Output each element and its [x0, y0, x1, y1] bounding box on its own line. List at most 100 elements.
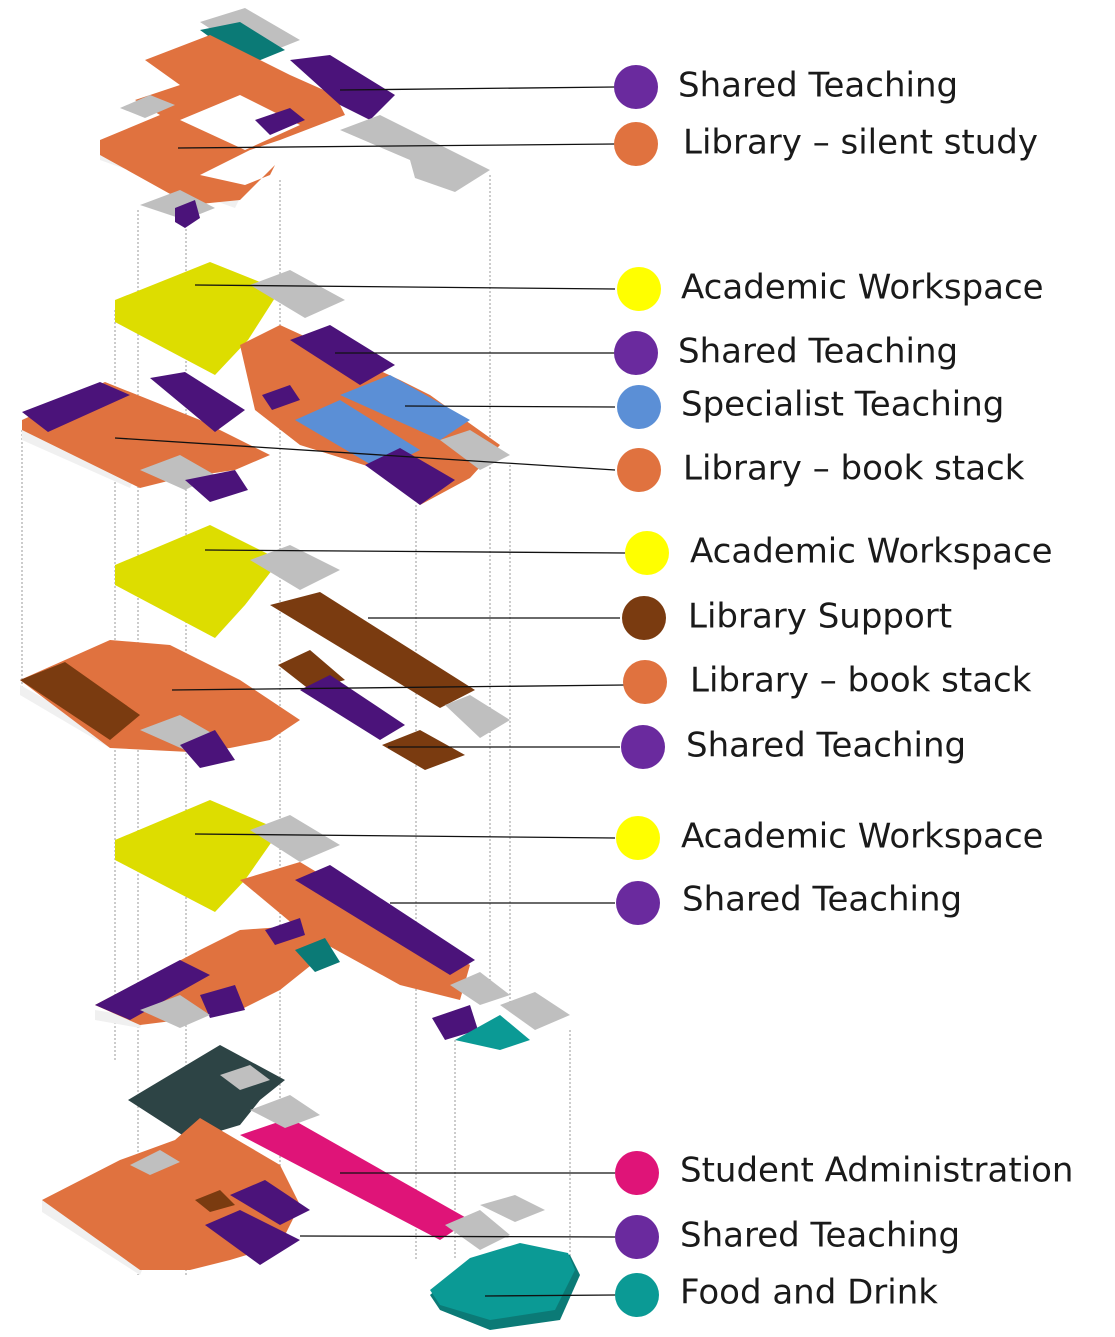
legend-dot [615, 1273, 659, 1317]
shared-teaching-zone [230, 1180, 310, 1225]
leader-lines [114, 86, 626, 1297]
circulation-block [445, 695, 510, 738]
circulation-block [340, 115, 490, 192]
shared-teaching-zone [262, 385, 300, 410]
shared-teaching-zone [365, 448, 455, 505]
circulation-block [480, 1195, 545, 1222]
legend-dot [616, 881, 660, 925]
shared-teaching-zone [295, 865, 475, 975]
legend-label: Shared Teaching [682, 880, 962, 920]
legend-label: Academic Workspace [681, 817, 1044, 857]
academic-workspace-zone [115, 800, 280, 912]
legend-dot [622, 596, 666, 640]
legend-label: Shared Teaching [678, 332, 958, 372]
floor-level-1 [42, 1045, 580, 1330]
library-support-zone [20, 662, 140, 740]
legend-dot [617, 267, 661, 311]
shared-teaching-zone [290, 325, 395, 385]
library-support-zone [195, 1190, 235, 1212]
legend-dot [617, 385, 661, 429]
legend-item: Shared Teaching [616, 880, 962, 925]
specialist-teaching-zone [340, 375, 470, 440]
circulation-block [445, 1210, 510, 1250]
circulation-block [250, 1095, 320, 1128]
circulation-block [450, 972, 510, 1005]
floor-level-5 [100, 8, 490, 228]
legend-dot [625, 531, 669, 575]
legend-item: Shared Teaching [614, 331, 958, 375]
legend-item: Academic Workspace [616, 816, 1044, 860]
legend-item: Library Support [622, 596, 952, 640]
legend-dot [623, 660, 667, 704]
legend-dot [621, 725, 665, 769]
shared-teaching-zone [185, 470, 248, 502]
legend-label: Student Administration [680, 1151, 1073, 1191]
student-administration-zone [240, 1118, 470, 1240]
shared-teaching-zone [22, 382, 130, 432]
legend-item: Shared Teaching [621, 725, 966, 769]
legend-item: Academic Workspace [617, 267, 1044, 311]
legend-label: Library – silent study [683, 123, 1038, 163]
legend-dot [615, 1151, 659, 1195]
shared-teaching-zone [290, 55, 395, 120]
shared-teaching-zone [200, 985, 245, 1018]
legend-label: Specialist Teaching [681, 385, 1004, 425]
library-book-stack-zone [240, 862, 470, 1000]
legend-label: Academic Workspace [681, 268, 1044, 308]
food-drink-zone [200, 22, 285, 65]
legend-dot [614, 65, 658, 109]
legend-item: Library – book stack [623, 660, 1032, 704]
legend-label: Shared Teaching [680, 1216, 960, 1256]
floor-level-3 [20, 525, 510, 770]
academic-workspace-zone [115, 525, 280, 638]
legend-label: Library – book stack [690, 661, 1032, 701]
food-drink-zone [430, 1243, 575, 1320]
legend-label: Library Support [688, 597, 952, 637]
academic-workspace-zone [115, 262, 280, 375]
legend-item: Specialist Teaching [617, 385, 1004, 429]
legend-label: Shared Teaching [678, 66, 958, 106]
food-drink-zone [455, 1015, 530, 1050]
legend-item: Academic Workspace [625, 531, 1053, 575]
library-support-zone [270, 592, 475, 708]
legend-dot [616, 816, 660, 860]
legend-dot [615, 1215, 659, 1259]
shared-teaching-zone [150, 372, 245, 432]
specialist-teaching-zone [295, 400, 420, 470]
shared-teaching-zone [300, 675, 405, 740]
legend: Shared Teaching Library – silent study A… [614, 65, 1073, 1317]
circulation-block [250, 815, 340, 862]
floor-level-4 [22, 262, 510, 505]
circulation-block [130, 1150, 180, 1175]
legend-label: Shared Teaching [686, 726, 966, 766]
circulation-block [120, 95, 175, 118]
shared-teaching-zone [265, 918, 305, 945]
legend-label: Library – book stack [683, 449, 1025, 489]
shared-teaching-zone [205, 1210, 300, 1265]
legend-item: Shared Teaching [614, 65, 958, 109]
legend-dot [614, 122, 658, 166]
circulation-block [140, 995, 210, 1028]
legend-item: Food and Drink [615, 1273, 938, 1317]
food-drink-zone [295, 938, 340, 972]
circulation-block [220, 1065, 270, 1090]
shared-teaching-zone [175, 200, 200, 228]
legend-item: Student Administration [615, 1151, 1073, 1195]
circulation-block [250, 545, 340, 590]
legend-label: Academic Workspace [690, 532, 1053, 572]
legend-item: Library – silent study [614, 122, 1038, 166]
legend-label: Food and Drink [680, 1273, 938, 1313]
legend-item: Library – book stack [617, 448, 1025, 492]
shared-teaching-zone [180, 730, 235, 768]
legend-item: Shared Teaching [615, 1215, 960, 1259]
library-book-stack-zone [240, 325, 500, 505]
library-support-zone [382, 730, 465, 770]
shared-teaching-zone [432, 1005, 478, 1040]
legend-dot [614, 331, 658, 375]
circulation-block [500, 992, 570, 1030]
floor-level-2 [95, 800, 570, 1050]
shared-teaching-zone [255, 108, 305, 135]
circulation-block [250, 270, 345, 318]
legend-dot [617, 448, 661, 492]
